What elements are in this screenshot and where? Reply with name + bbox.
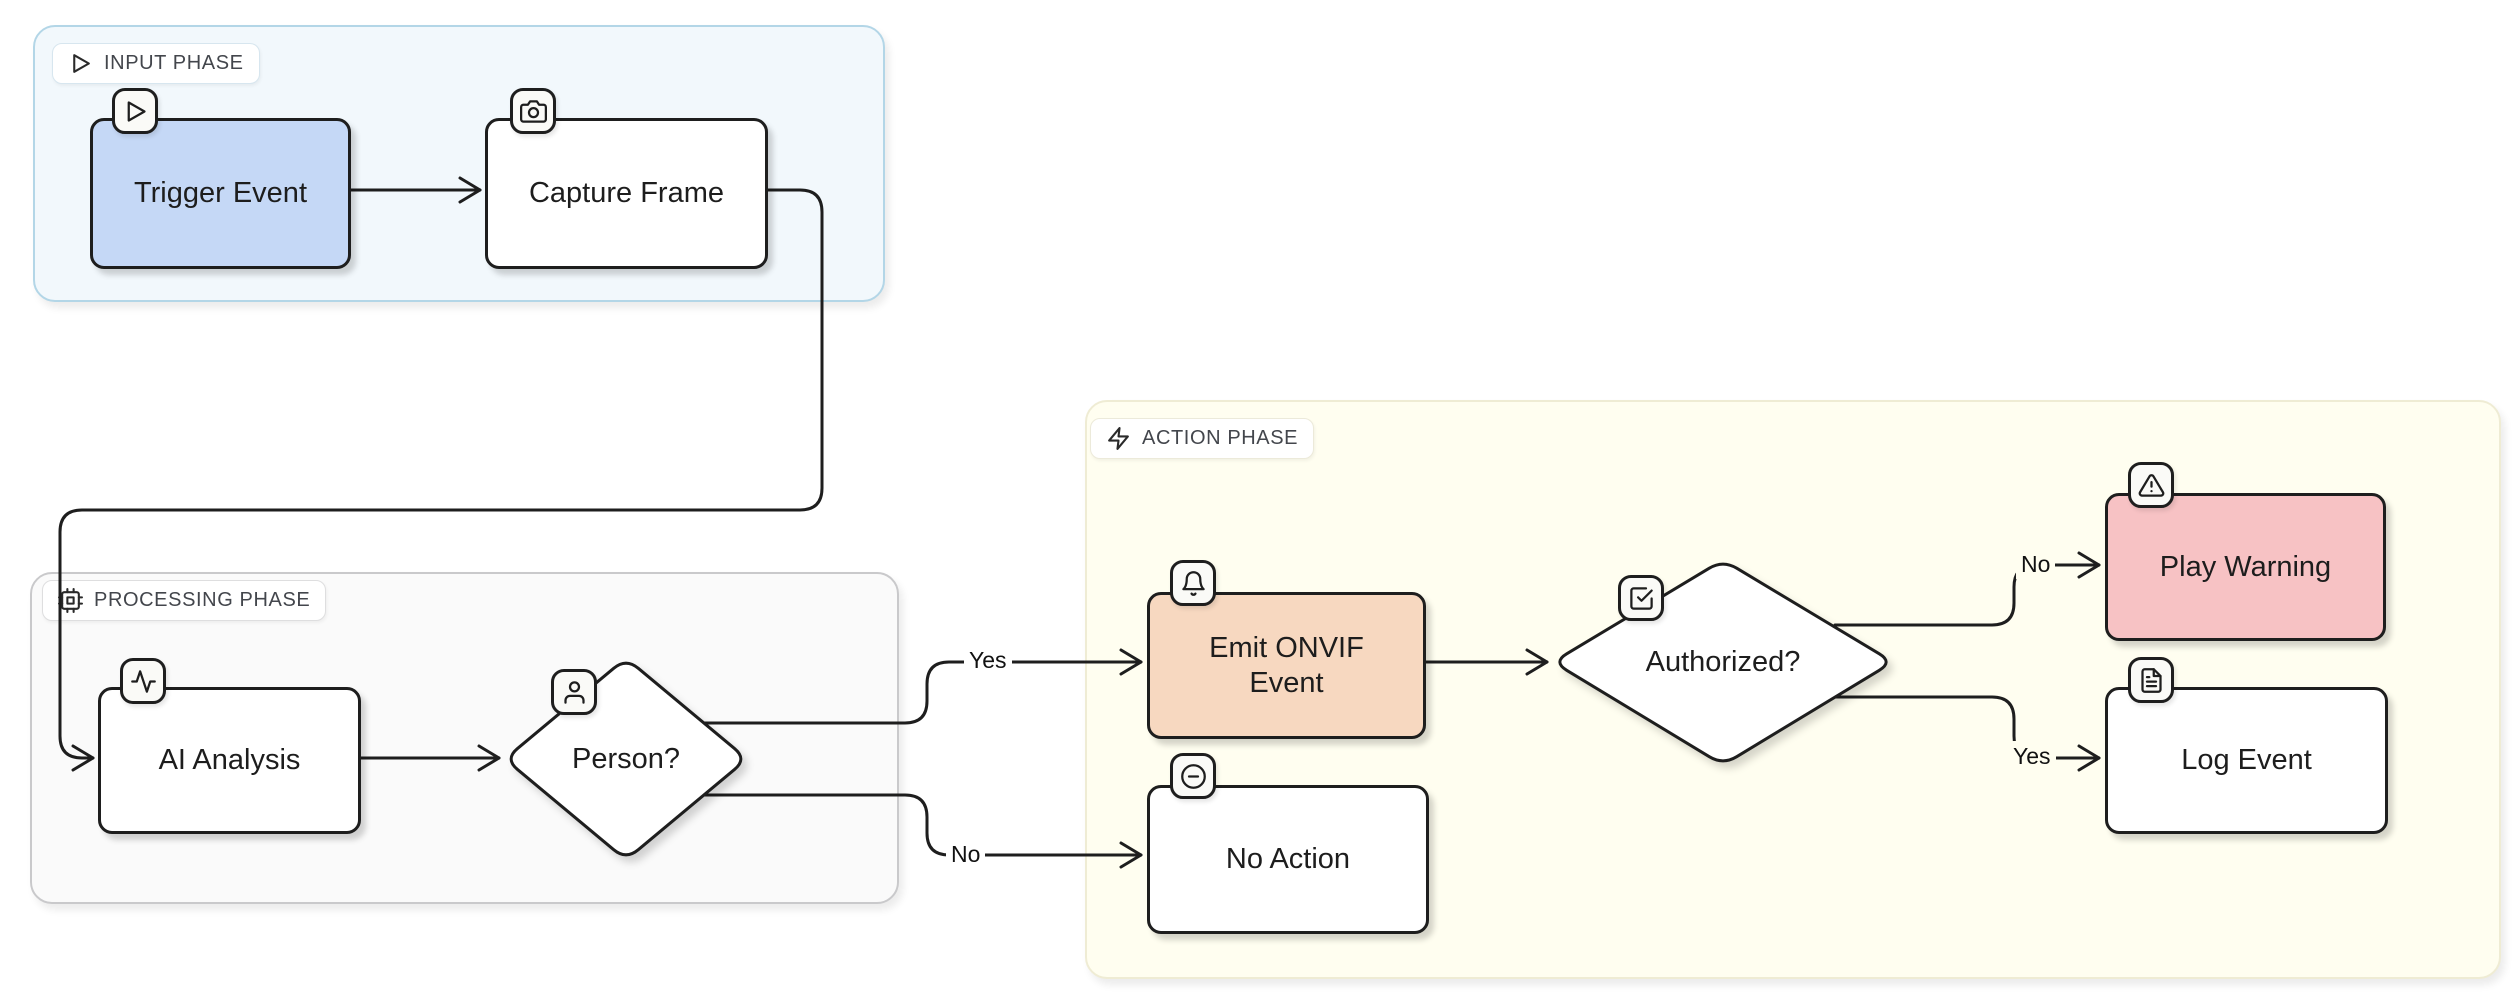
log-event-label: Log Event	[2181, 744, 2312, 777]
emit-onvif-event-node[interactable]: Emit ONVIF Event	[1147, 592, 1426, 739]
ai-analysis-badge	[120, 658, 166, 704]
input-phase-label: INPUT PHASE	[104, 52, 244, 74]
edge-label-authorized-yes: Yes	[2008, 741, 2056, 771]
capture-frame-badge	[510, 88, 556, 134]
log-event-badge	[2128, 657, 2174, 703]
ai-analysis-node[interactable]: AI Analysis	[98, 687, 361, 834]
minus-circle-icon	[1180, 763, 1206, 789]
edge-label-person-no: No	[946, 839, 986, 869]
processing-phase-label: PROCESSING PHASE	[94, 589, 311, 611]
edge-person-no-to-noaction	[702, 793, 1143, 869]
no-action-label: No Action	[1225, 843, 1351, 876]
authorized-badge	[1618, 575, 1664, 621]
play-icon	[73, 54, 90, 73]
edge-label-authorized-no: No	[2016, 549, 2056, 579]
play-warning-node[interactable]: Play Warning	[2105, 493, 2386, 641]
input-phase-chip: INPUT PHASE	[52, 43, 260, 84]
zap-icon	[1108, 427, 1129, 450]
file-text-icon	[2140, 667, 2162, 693]
play-warning-label: Play Warning	[2159, 550, 2332, 583]
no-action-node[interactable]: No Action	[1147, 785, 1429, 934]
action-phase-chip: ACTION PHASE	[1090, 418, 1315, 459]
camera-icon	[519, 99, 547, 123]
capture-frame-label: Capture Frame	[528, 177, 724, 210]
edge-capture-to-ai	[58, 188, 824, 772]
emit-onvif-event-label: Emit ONVIF Event	[1209, 631, 1364, 699]
user-icon	[563, 680, 585, 704]
edge-person-yes-to-emit	[702, 648, 1143, 725]
ai-analysis-label: AI Analysis	[158, 744, 301, 777]
check-square-icon	[1629, 586, 1653, 610]
play-icon	[127, 100, 146, 122]
processing-phase-chip: PROCESSING PHASE	[42, 580, 327, 621]
action-phase-label: ACTION PHASE	[1142, 427, 1299, 449]
trigger-event-node[interactable]: Trigger Event	[90, 118, 351, 269]
edge-label-person-yes: Yes	[964, 645, 1012, 675]
no-action-badge	[1170, 753, 1216, 799]
emit-onvif-badge	[1170, 560, 1216, 606]
alert-triangle-icon	[2138, 473, 2164, 497]
authorized-diamond-label: Authorized?	[1645, 646, 1801, 678]
bell-icon	[1181, 570, 1205, 596]
person-diamond-label: Person?	[571, 742, 680, 775]
capture-frame-node[interactable]: Capture Frame	[485, 118, 768, 269]
activity-icon	[130, 669, 156, 693]
trigger-event-label: Trigger Event	[134, 177, 307, 210]
log-event-node[interactable]: Log Event	[2105, 687, 2388, 834]
trigger-event-badge	[112, 88, 158, 134]
play-warning-badge	[2128, 462, 2174, 508]
person-badge	[551, 669, 597, 715]
